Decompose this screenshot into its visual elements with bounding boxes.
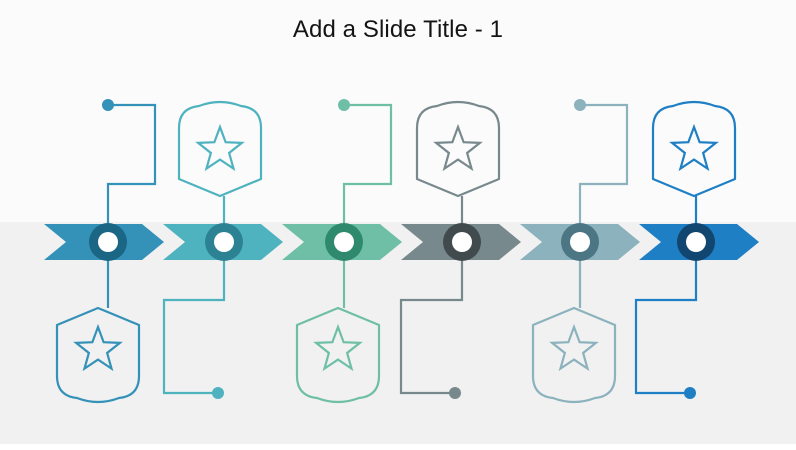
- badge-shield-2: [177, 100, 263, 198]
- badge-6[interactable]: [651, 100, 737, 198]
- node-ring-inner-3: [334, 232, 354, 252]
- endpoint-dot-4[interactable]: [449, 387, 461, 399]
- node-ring-layer: [89, 223, 715, 261]
- node-ring-3[interactable]: [325, 223, 363, 261]
- endpoint-dot-layer: [102, 99, 696, 399]
- star-icon: [669, 123, 719, 172]
- node-ring-inner-4: [452, 232, 472, 252]
- node-ring-inner-1: [98, 232, 118, 252]
- node-ring-4[interactable]: [443, 223, 481, 261]
- node-ring-6[interactable]: [677, 223, 715, 261]
- connector-route-2: [162, 242, 226, 395]
- connector-route-3: [342, 103, 393, 242]
- badge-4[interactable]: [415, 100, 501, 198]
- star-icon: [73, 323, 123, 372]
- endpoint-dot-3[interactable]: [338, 99, 350, 111]
- badge-shield-6: [651, 100, 737, 198]
- star-icon: [433, 123, 483, 172]
- connector-route-1: [106, 103, 157, 242]
- node-ring-inner-5: [570, 232, 590, 252]
- node-ring-inner-6: [686, 232, 706, 252]
- node-ring-2[interactable]: [205, 223, 243, 261]
- page-title[interactable]: Add a Slide Title - 1: [292, 16, 504, 43]
- badge-shield-1: [55, 306, 141, 404]
- node-ring-5[interactable]: [561, 223, 599, 261]
- star-icon: [195, 123, 245, 172]
- chevron-layer: [44, 224, 759, 260]
- endpoint-dot-6[interactable]: [684, 387, 696, 399]
- badge-5[interactable]: [531, 306, 617, 404]
- endpoint-dot-5[interactable]: [574, 99, 586, 111]
- background-footer: [0, 444, 796, 450]
- star-icon: [313, 323, 363, 372]
- connector-route-5: [578, 103, 629, 242]
- node-ring-1[interactable]: [89, 223, 127, 261]
- node-ring-inner-2: [214, 232, 234, 252]
- badge-layer: [55, 100, 737, 404]
- badge-shield-5: [531, 306, 617, 404]
- badge-3[interactable]: [295, 306, 381, 404]
- connector-route-6: [634, 242, 698, 395]
- badge-2[interactable]: [177, 100, 263, 198]
- endpoint-dot-2[interactable]: [212, 387, 224, 399]
- connector-route-4: [399, 242, 464, 395]
- star-icon: [549, 323, 599, 372]
- badge-1[interactable]: [55, 306, 141, 404]
- endpoint-dot-1[interactable]: [102, 99, 114, 111]
- badge-shield-3: [295, 306, 381, 404]
- badge-shield-4: [415, 100, 501, 198]
